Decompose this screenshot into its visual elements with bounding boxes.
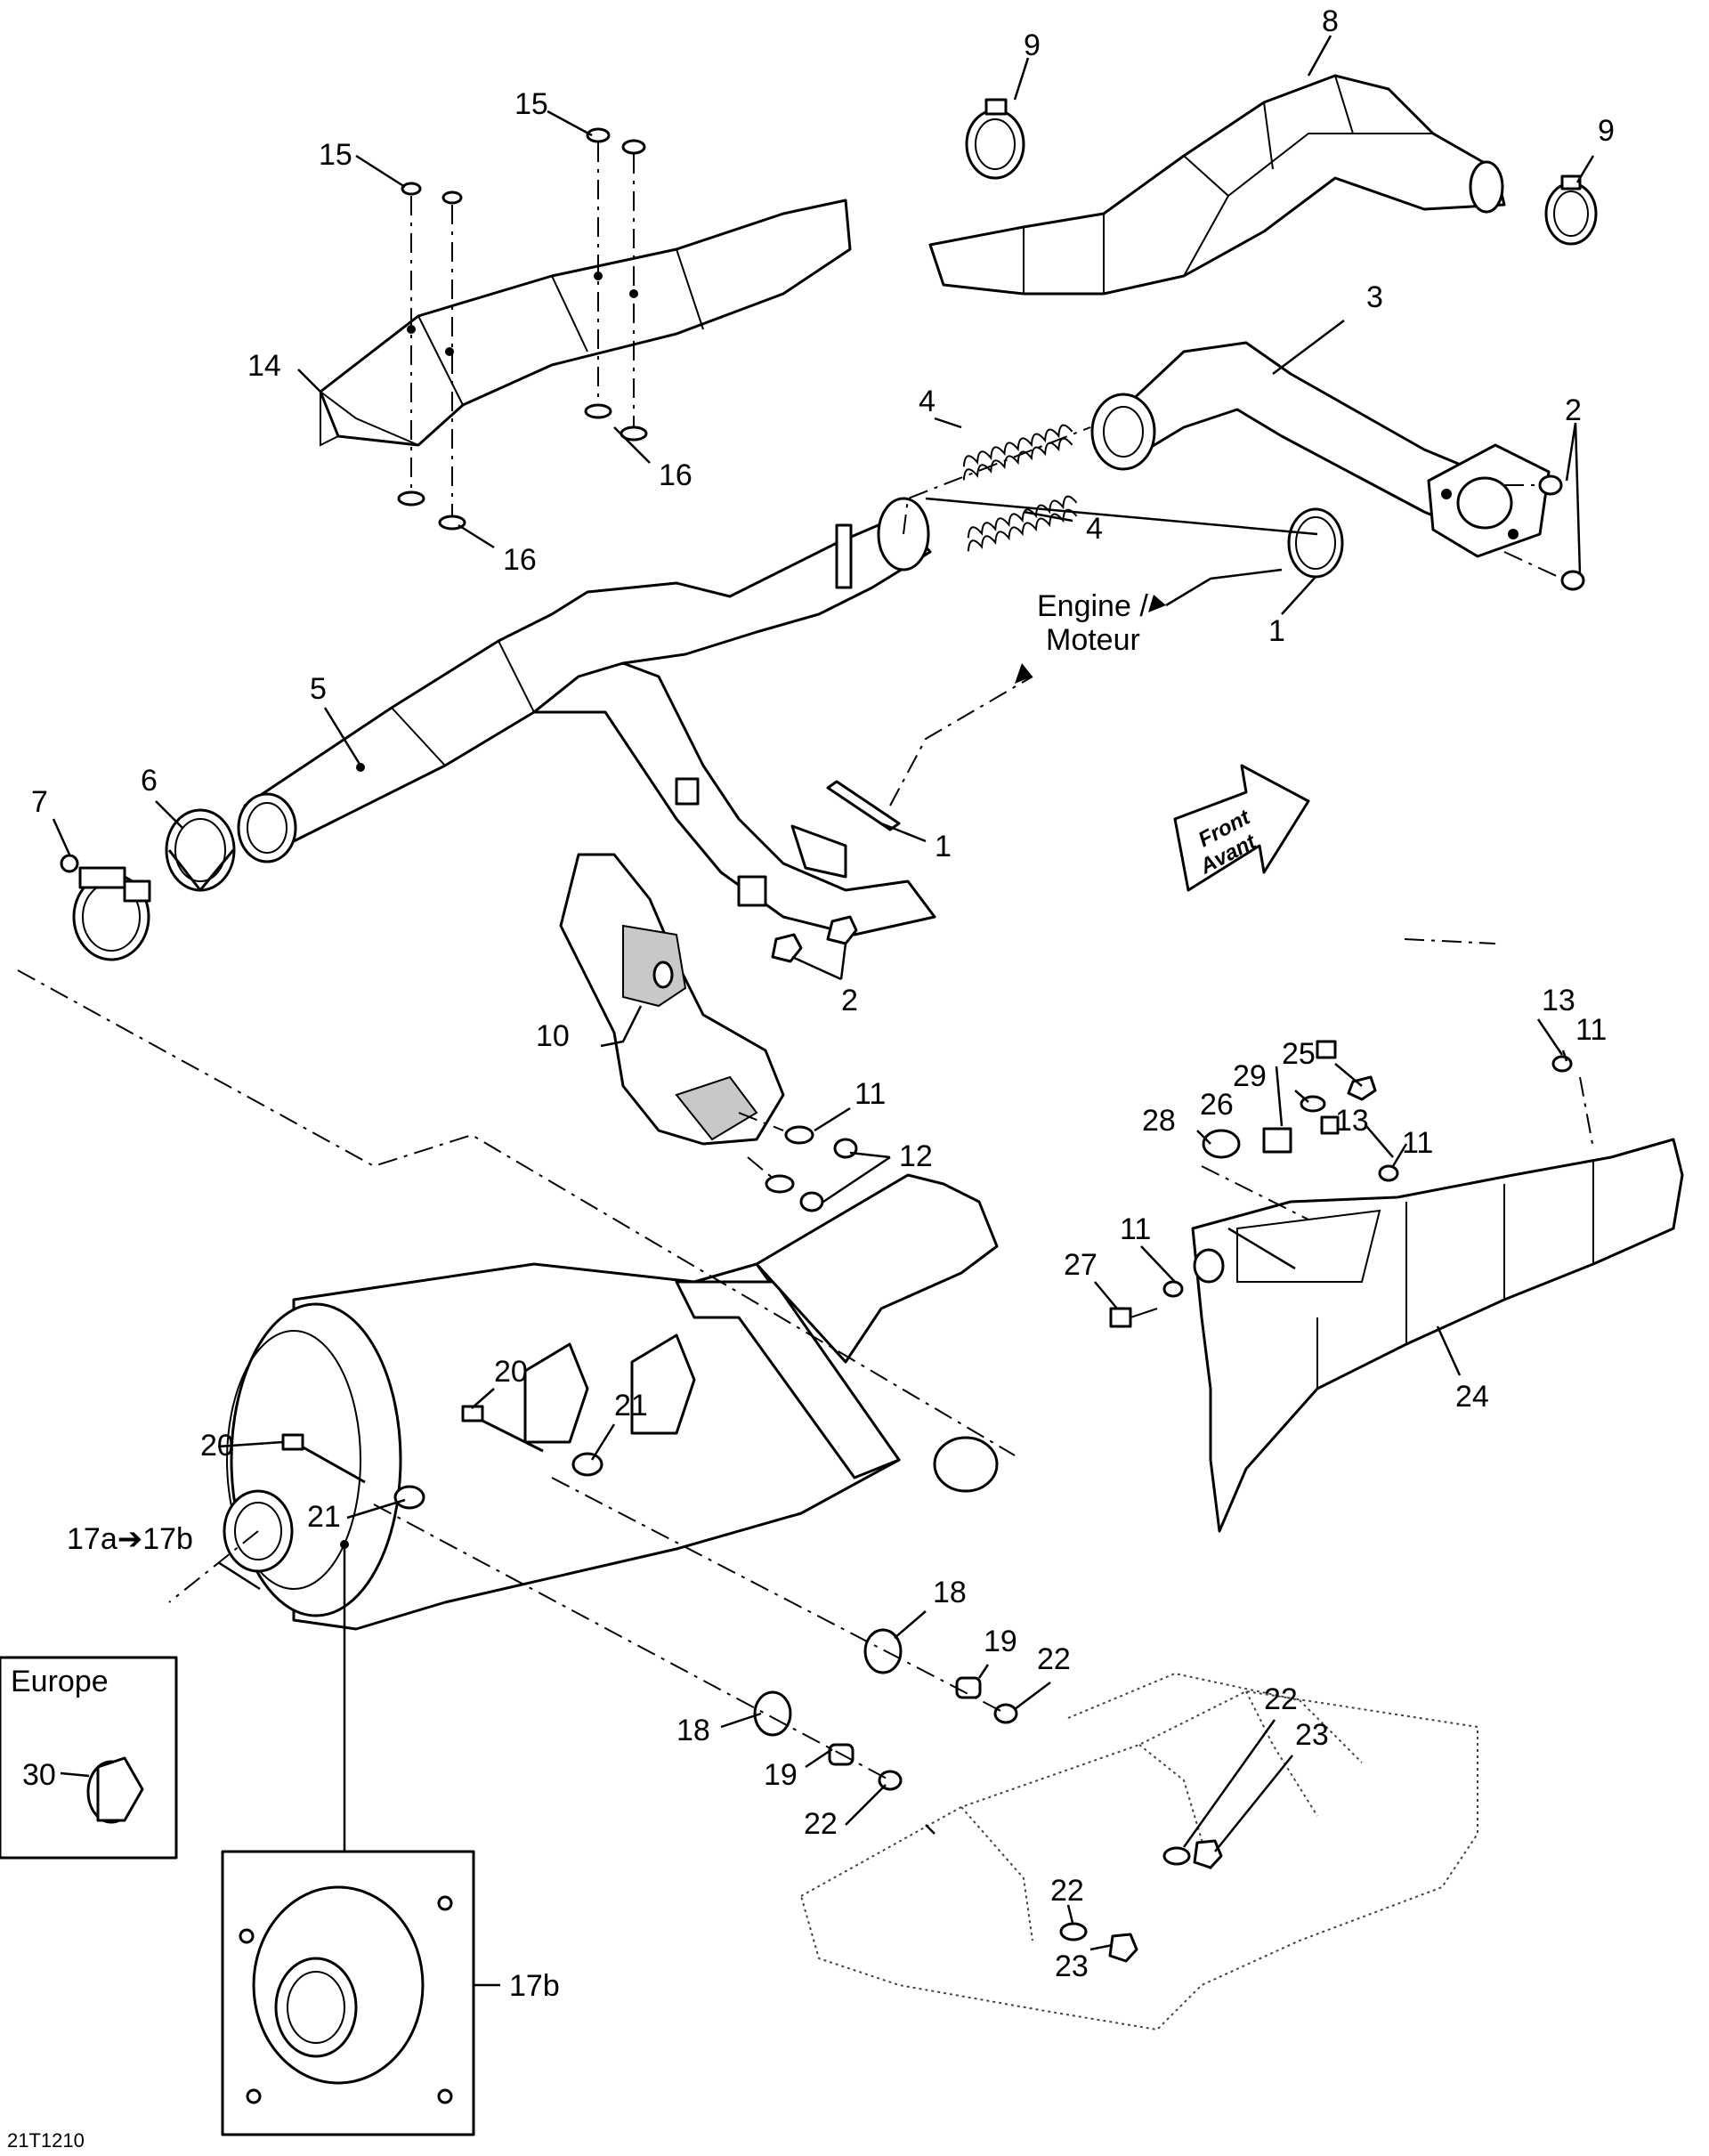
callout-16: 16 <box>659 458 693 492</box>
part-6-sleeve <box>165 808 236 892</box>
part-8-air-duct <box>928 74 1506 296</box>
callout-1: 1 <box>1268 614 1285 648</box>
callout-17a-17b: 17a➔17b <box>67 1522 193 1556</box>
drawing-id: 21T1210 <box>7 2129 85 2152</box>
callout-11: 11 <box>1402 1126 1433 1160</box>
part-2-nuts-upper <box>1503 474 1585 591</box>
callout-21: 21 <box>614 1389 648 1422</box>
callout-9: 9 <box>1024 28 1041 62</box>
callout-17b: 17b <box>509 1969 560 2003</box>
part-11-12-washers-nuts <box>738 1112 858 1212</box>
callout-13: 13 <box>1335 1104 1369 1138</box>
callout-4: 4 <box>919 385 935 418</box>
callout-15: 15 <box>514 87 548 121</box>
europe-label: Europe <box>11 1665 109 1698</box>
callout-23: 23 <box>1295 1718 1329 1752</box>
part-15-rivets <box>401 127 646 525</box>
callout-21: 21 <box>307 1500 341 1534</box>
callout-27: 27 <box>1064 1248 1097 1282</box>
engine-label-line2: Moteur <box>1046 623 1140 657</box>
callout-26: 26 <box>1200 1088 1234 1122</box>
callout-20: 20 <box>200 1429 234 1463</box>
part-10-heat-shield <box>559 853 785 1146</box>
callout-2: 2 <box>841 984 858 1017</box>
part-1-gasket-upper <box>1287 507 1344 579</box>
part-20-21-bolts-washers <box>281 1405 603 1510</box>
callout-15: 15 <box>319 138 352 172</box>
part-5-y-pipe <box>237 497 936 936</box>
callout-leaders <box>52 35 1595 1987</box>
callout-25: 25 <box>1282 1037 1316 1071</box>
callout-22: 22 <box>1037 1642 1071 1676</box>
part-3-exhaust-pipe <box>1090 341 1551 558</box>
callout-19: 19 <box>984 1625 1017 1658</box>
callout-18: 18 <box>933 1576 967 1609</box>
europe-inset: Europe <box>0 1656 178 1860</box>
part-1-gasket-lower <box>826 780 901 831</box>
frame-hardware <box>1059 1839 1223 1963</box>
callout-12: 12 <box>899 1139 933 1173</box>
callout-24: 24 <box>1455 1380 1489 1414</box>
part-18-19-22-mount-hardware <box>373 1477 1018 1791</box>
callout-6: 6 <box>141 764 158 798</box>
callout-9: 9 <box>1598 114 1615 148</box>
part-2-nuts-middle <box>771 824 858 963</box>
callout-22: 22 <box>804 1807 838 1841</box>
part-14-heat-shield <box>319 199 852 447</box>
callout-11: 11 <box>854 1077 886 1111</box>
callout-8: 8 <box>1322 4 1339 38</box>
engine-label-line1: Engine / <box>1037 589 1148 623</box>
callout-13: 13 <box>1542 984 1575 1017</box>
callout-5: 5 <box>310 672 327 706</box>
callout-2: 2 <box>1565 393 1582 427</box>
front-direction-arrow: Front Avant <box>1173 764 1310 892</box>
callout-18: 18 <box>676 1714 710 1747</box>
callout-4: 4 <box>1086 512 1103 546</box>
muffler-17b-inset <box>221 1850 475 2136</box>
callout-14: 14 <box>247 349 281 383</box>
callout-11: 11 <box>1120 1212 1151 1246</box>
part-9-clamps <box>965 98 1598 246</box>
part-16-washers <box>397 403 648 531</box>
callout-22: 22 <box>1050 1874 1084 1908</box>
callout-7: 7 <box>31 785 48 819</box>
callout-22: 22 <box>1264 1682 1298 1716</box>
callout-28: 28 <box>1142 1104 1176 1138</box>
callout-19: 19 <box>764 1758 798 1792</box>
callout-3: 3 <box>1366 280 1383 314</box>
part-24-heat-shield <box>1191 1138 1684 1533</box>
callout-1: 1 <box>935 830 952 863</box>
part-7-clamp <box>60 854 151 961</box>
callout-16: 16 <box>503 543 537 577</box>
callout-30: 30 <box>22 1758 56 1792</box>
callout-23: 23 <box>1055 1949 1089 1983</box>
callout-10: 10 <box>536 1019 570 1053</box>
callout-numbers: 9 8 9 3 2 1 4 4 1 2 5 6 7 10 11 12 14 15… <box>22 4 1615 2003</box>
callout-11: 11 <box>1575 1013 1607 1047</box>
part-4-springs <box>962 424 1078 552</box>
callout-29: 29 <box>1233 1059 1267 1093</box>
frame-outline <box>799 1672 1478 2031</box>
assembly-guide-lines <box>17 426 1496 1852</box>
callout-20: 20 <box>494 1355 528 1389</box>
part-17-muffler <box>223 1173 999 1631</box>
